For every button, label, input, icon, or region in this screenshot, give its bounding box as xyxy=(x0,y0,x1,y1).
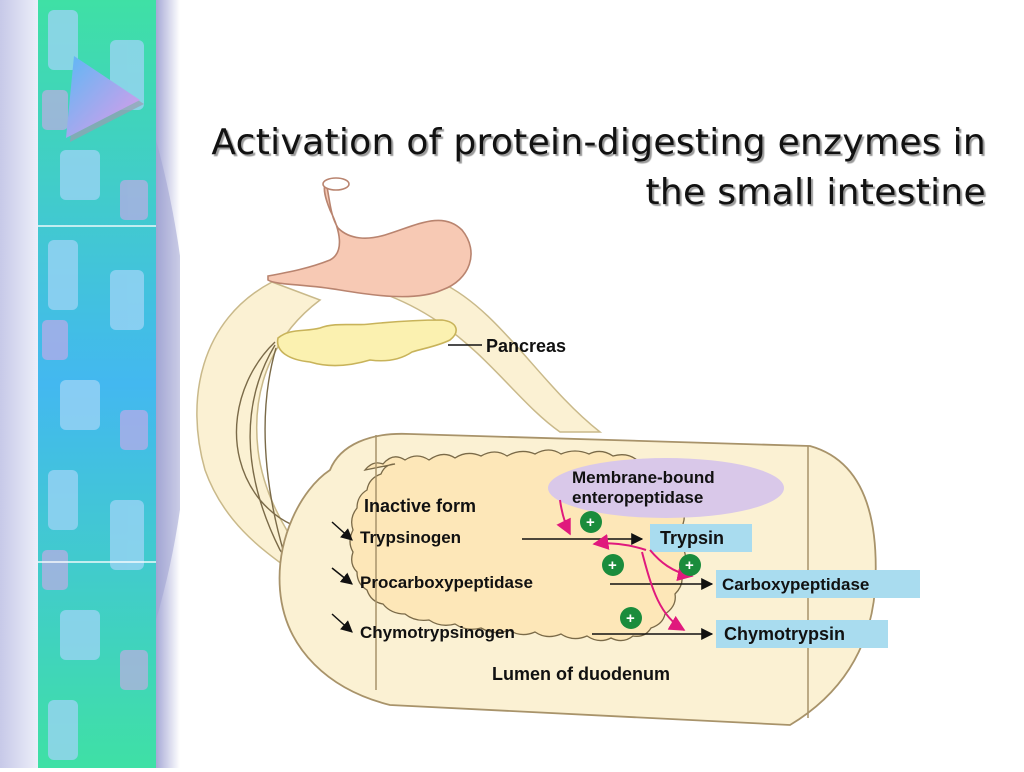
slide-title: Activation of protein-digesting enzymes … xyxy=(160,118,986,218)
plus-badge-chymotrypsin: + xyxy=(620,607,642,629)
svg-text:+: + xyxy=(685,557,694,574)
pancreas xyxy=(276,319,457,367)
trypsin-box xyxy=(650,524,752,552)
svg-text:+: + xyxy=(626,610,635,627)
carboxypeptidase-box xyxy=(716,570,920,598)
zymogen-chymotrypsinogen: Chymotrypsinogen xyxy=(360,623,515,642)
esophagus-opening xyxy=(322,177,350,191)
enzyme-carboxypeptidase: Carboxypeptidase xyxy=(722,575,869,594)
enzyme-chymotrypsin: Chymotrypsin xyxy=(724,624,845,644)
svg-text:+: + xyxy=(608,557,617,574)
band-art xyxy=(0,0,189,768)
left-decorative-band xyxy=(0,0,189,768)
title-line-2: the small intestine xyxy=(645,172,986,213)
title-line-1: Activation of protein-digesting enzymes … xyxy=(211,122,986,163)
play-triangle-icon xyxy=(66,56,144,142)
pancreas-label: Pancreas xyxy=(486,336,566,356)
chymotrypsin-box xyxy=(716,620,888,648)
plus-badge-enteropeptidase: + xyxy=(580,511,602,533)
svg-text:+: + xyxy=(586,514,595,531)
activation-arrows xyxy=(556,499,694,631)
zymogen-procarboxypeptidase: Procarboxypeptidase xyxy=(360,573,533,592)
zymogen-trypsinogen: Trypsinogen xyxy=(360,528,461,547)
duct-connector xyxy=(329,279,603,433)
conversion-arrows xyxy=(522,533,714,640)
stomach xyxy=(267,179,472,298)
duct-entry-arrows xyxy=(331,521,353,633)
membrane-label-line1: Membrane-bound xyxy=(572,468,715,487)
enteropeptidase-bubble xyxy=(548,458,784,518)
plus-badge-carboxypeptidase: + xyxy=(679,554,701,576)
lumen-label: Lumen of duodenum xyxy=(492,664,670,684)
digestive-diagram: Pancreas Membrane-bound enteropeptidase … xyxy=(196,177,920,726)
inactive-form-label: Inactive form xyxy=(364,496,476,516)
membrane-label-line2: enteropeptidase xyxy=(572,488,703,507)
plus-badge-trypsin-autocatalysis: + xyxy=(602,554,624,576)
enzyme-trypsin: Trypsin xyxy=(660,528,724,548)
